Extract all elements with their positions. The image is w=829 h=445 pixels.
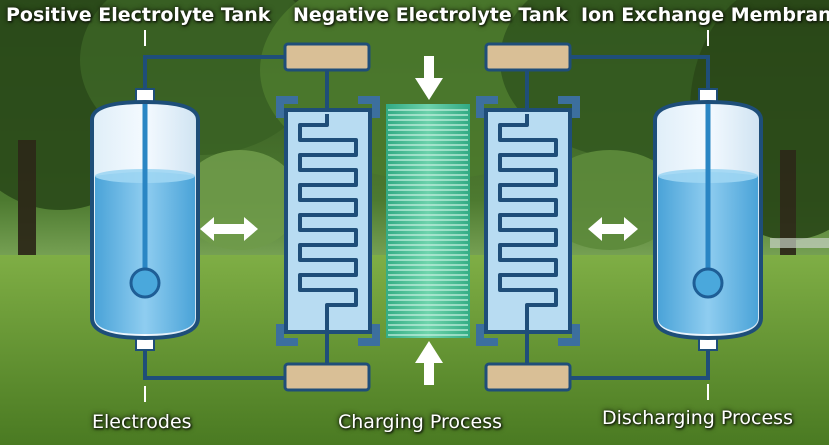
left-cell-flow-channel (298, 114, 358, 330)
pump-box-bottom-left (283, 362, 371, 392)
pump-box-bottom-right (484, 362, 572, 392)
left-tank-electrode-bulb (129, 267, 161, 299)
double-arrow-icon (200, 217, 258, 241)
electrolyte-pipes (143, 55, 710, 380)
left-tank (90, 88, 200, 351)
pipe-bottom-right (570, 350, 710, 380)
pipe-bottom-left (143, 350, 285, 380)
label-electrodes: Electrodes (92, 411, 192, 433)
pipe-top-right (570, 55, 710, 90)
label-ion-exchange-membrane: Ion Exchange Membrane (581, 4, 829, 26)
membrane-stripes (388, 109, 468, 336)
left-cell-clamp-br (358, 324, 380, 346)
right-tank (653, 88, 763, 351)
pump-box-top-left (283, 42, 371, 72)
right-cell-flow-channel (498, 114, 558, 330)
label-discharging-process: Discharging Process (602, 407, 793, 429)
right-cell-clamp-tr (558, 96, 580, 118)
ion-exchange-membrane (386, 104, 470, 338)
membrane-body (386, 104, 470, 338)
label-charging-process: Charging Process (338, 411, 502, 433)
label-negative-electrolyte-tank: Negative Electrolyte Tank (293, 4, 568, 26)
down-arrow-icon (415, 56, 443, 100)
right-cell-clamp-tl (476, 96, 498, 118)
flow-arrows (200, 56, 638, 385)
pump-boxes (283, 42, 572, 392)
left-cell-clamp-bl (276, 324, 298, 346)
right-tank-electrode-bulb (692, 267, 724, 299)
label-leader-lines (144, 30, 709, 402)
right-cell-clamp-br (558, 324, 580, 346)
double-arrow-icon (588, 217, 638, 241)
pipe-top-left (143, 55, 285, 90)
right-half-cell (476, 96, 580, 346)
background-road (770, 238, 829, 248)
left-cell-clamp-tr (358, 96, 380, 118)
label-positive-electrolyte-tank: Positive Electrolyte Tank (6, 4, 271, 26)
left-half-cell (276, 96, 380, 346)
pump-box-top-right (484, 42, 572, 72)
right-cell-clamp-bl (476, 324, 498, 346)
up-arrow-icon (415, 341, 443, 385)
left-cell-clamp-tl (276, 96, 298, 118)
